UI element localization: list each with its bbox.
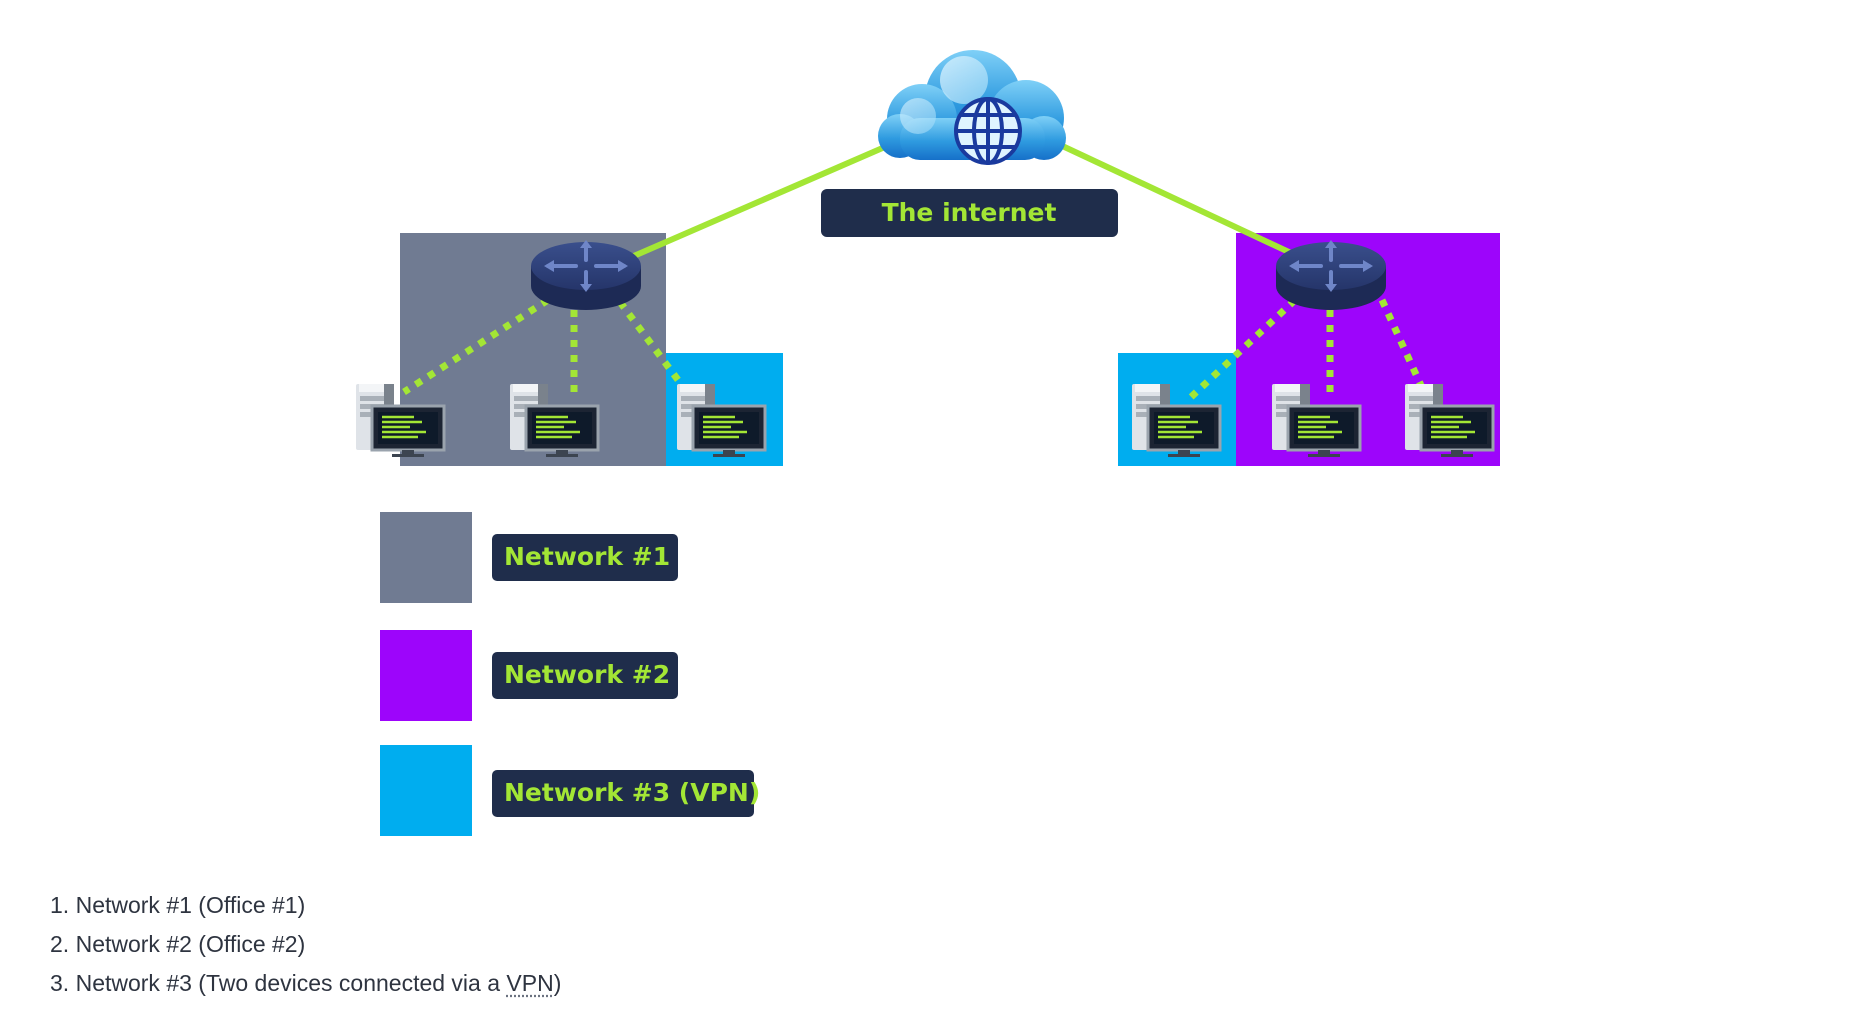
legend-label-network2: Network #2 <box>504 660 670 689</box>
internet-label-text: The internet <box>882 198 1057 227</box>
router-icon <box>529 238 643 312</box>
list-item: 2. Network #2 (Office #2) <box>50 925 561 964</box>
legend-swatch-network2 <box>380 630 472 721</box>
legend-swatch-network1 <box>380 512 472 603</box>
router-icon <box>1274 238 1388 312</box>
internet-label: The internet <box>821 189 1118 237</box>
list-item-number: 3. <box>50 970 70 996</box>
legend-label-bg <box>492 534 678 581</box>
list-item-number: 1. <box>50 892 70 918</box>
vpn-abbreviation[interactable]: VPN <box>506 970 554 996</box>
list-item-text: Network #1 (Office #1) <box>75 892 306 918</box>
legend-label-bg <box>492 770 754 817</box>
list-item-text: Network #3 (Two devices connected via a <box>75 970 507 996</box>
legend: Network #1 Network #2 Network #3 (VPN) <box>380 512 760 836</box>
network-notes-list: 1. Network #1 (Office #1) 2. Network #2 … <box>50 886 561 1003</box>
list-item: 1. Network #1 (Office #1) <box>50 886 561 925</box>
list-item-number: 2. <box>50 931 70 957</box>
list-item-text-end: ) <box>553 970 562 996</box>
list-item: 3. Network #3 (Two devices connected via… <box>50 964 561 1003</box>
cloud-globe-icon <box>878 50 1066 165</box>
list-item-text: Network #2 (Office #2) <box>75 931 306 957</box>
legend-label-network1: Network #1 <box>504 542 670 571</box>
legend-swatch-network3 <box>380 745 472 836</box>
legend-label-network3: Network #3 (VPN) <box>504 778 760 807</box>
internet-link-left <box>588 140 896 278</box>
legend-label-bg <box>492 652 678 699</box>
local-links <box>402 297 1428 401</box>
